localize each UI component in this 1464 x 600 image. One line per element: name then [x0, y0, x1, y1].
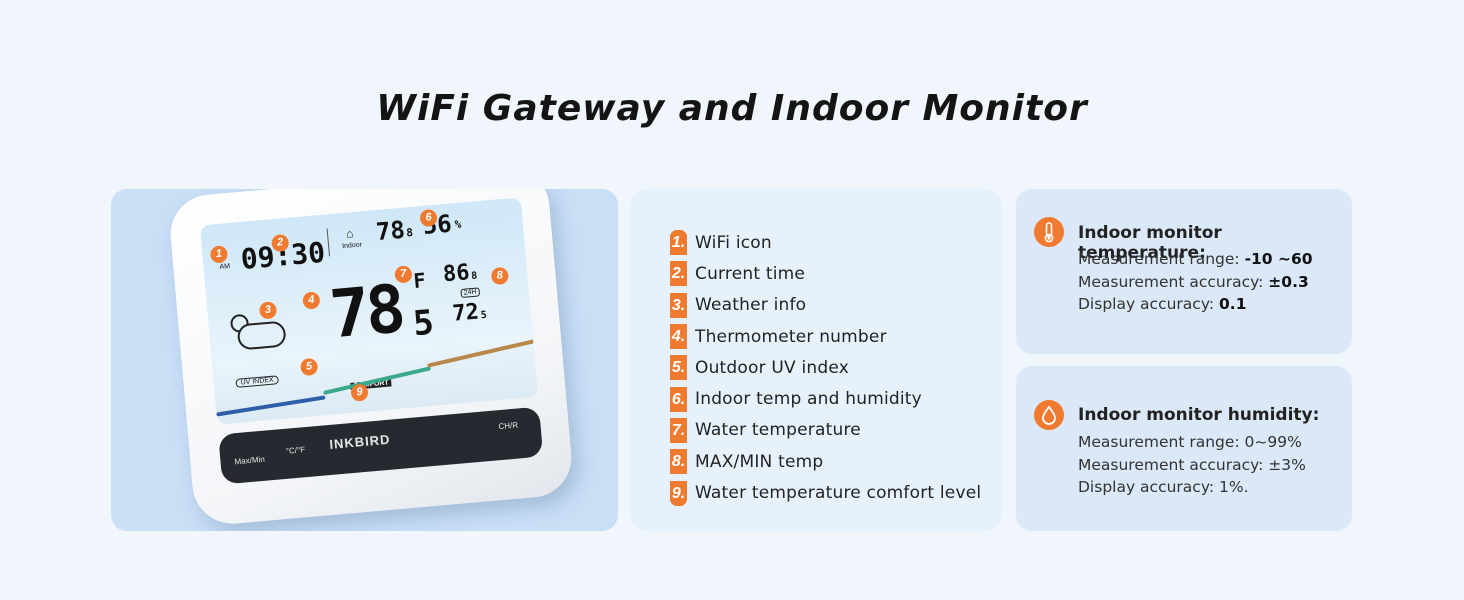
- page-title: WiFi Gateway and Indoor Monitor: [376, 88, 1088, 129]
- feature-number: 9.: [670, 480, 687, 506]
- indoor-label: Indoor: [341, 241, 363, 251]
- humidity-accuracy-line: Measurement accuracy: ±3%: [1078, 455, 1306, 474]
- feature-text: WiFi icon: [695, 232, 772, 253]
- feature-number: 5.: [670, 355, 687, 381]
- feature-item: 4. Thermometer number: [670, 321, 981, 352]
- max-temperature: 86: [441, 260, 471, 288]
- indoor-temperature-decimal: 8: [405, 225, 414, 240]
- feature-text: Indoor temp and humidity: [695, 389, 922, 410]
- humidity-spec-title: Indoor monitor humidity:: [1078, 405, 1320, 425]
- temperature-spec-title: Indoor monitor temperature:: [1078, 223, 1222, 263]
- feature-number: 7.: [670, 417, 687, 443]
- humidity-spec-panel: Indoor monitor humidity: Measurement ran…: [1016, 366, 1352, 531]
- water-temperature: 78: [326, 270, 405, 354]
- thermometer-icon: [1034, 217, 1064, 247]
- temperature-display-line: Display accuracy: 0.1: [1078, 295, 1313, 318]
- feature-item: 7. Water temperature: [670, 415, 981, 446]
- brand-logo: INKBIRD: [328, 431, 392, 452]
- temperature-spec-lines: Measurement range: -10 ~60 Measurement a…: [1078, 250, 1313, 318]
- feature-text: MAX/MIN temp: [695, 451, 824, 472]
- spec-value: 0.1: [1219, 295, 1247, 313]
- feature-text: Outdoor UV index: [695, 357, 849, 378]
- comfort-wave-comfort: [322, 366, 432, 395]
- indoor-temperature: 78: [374, 215, 407, 247]
- feature-item: 3. Weather info: [670, 290, 981, 321]
- device-lcd-screen: ≋ AM 09:30 ⌂ Indoor 78 8 56 % 1 78 5 °F …: [199, 197, 539, 425]
- feature-text: Weather info: [695, 295, 807, 316]
- spec-value: -10 ~60: [1244, 250, 1313, 268]
- screen-divider: [326, 228, 331, 257]
- feature-number: 3.: [670, 292, 687, 318]
- cloud-icon: [236, 320, 287, 351]
- feature-text: Thermometer number: [695, 326, 887, 347]
- feature-text: Current time: [695, 263, 806, 284]
- humidity-unit: %: [454, 217, 462, 232]
- feature-text: Water temperature: [695, 420, 861, 441]
- am-indicator: AM: [219, 262, 231, 271]
- spec-value: ±0.3: [1268, 272, 1309, 291]
- temperature-accuracy-line: Measurement accuracy: ±0.3: [1078, 273, 1313, 296]
- home-icon: ⌂: [345, 226, 354, 241]
- feature-text: Water temperature comfort level: [695, 483, 982, 504]
- spec-label: Measurement accuracy:: [1078, 272, 1269, 291]
- min-temperature-decimal: 5: [480, 309, 488, 322]
- channel-button[interactable]: CH/R: [498, 420, 519, 432]
- humidity-spec-lines: Measurement range: 0~99% Measurement acc…: [1078, 433, 1306, 501]
- unit-toggle-button[interactable]: °C/°F: [285, 445, 306, 456]
- water-drop-icon: [1034, 400, 1064, 430]
- feature-number: 8.: [670, 449, 687, 475]
- product-image-panel: ≋ AM 09:30 ⌂ Indoor 78 8 56 % 1 78 5 °F …: [111, 189, 618, 531]
- humidity-range-line: Measurement range: 0~99%: [1078, 433, 1302, 451]
- feature-list-panel: 1. WiFi icon 2. Current time 3. Weather …: [630, 189, 1002, 531]
- inkbird-device: ≋ AM 09:30 ⌂ Indoor 78 8 56 % 1 78 5 °F …: [167, 189, 575, 527]
- feature-item: 5. Outdoor UV index: [670, 352, 981, 383]
- feature-number: 4.: [670, 324, 687, 350]
- feature-number: 6.: [670, 386, 687, 412]
- uv-index-label: UV INDEX: [235, 375, 280, 388]
- feature-list: 1. WiFi icon 2. Current time 3. Weather …: [670, 227, 981, 509]
- feature-number: 2.: [670, 261, 687, 287]
- spec-label: Display accuracy:: [1078, 295, 1220, 313]
- feature-number: 1.: [670, 230, 687, 256]
- max-temperature-decimal: 8: [470, 270, 478, 282]
- temperature-spec-panel: Indoor monitor temperature: Measurement …: [1016, 189, 1352, 354]
- humidity-display-line: Display accuracy: 1%.: [1078, 478, 1249, 496]
- spec-label: Measurement range:: [1078, 250, 1245, 268]
- feature-item: 2. Current time: [670, 258, 981, 289]
- comfort-wave-hot: [427, 339, 536, 368]
- feature-item: 9. Water temperature comfort level: [670, 477, 981, 508]
- min-temperature: 72: [451, 299, 481, 327]
- max-min-button[interactable]: Max/Min: [234, 454, 266, 467]
- temperature-range-line: Measurement range: -10 ~60: [1078, 250, 1313, 273]
- feature-item: 1. WiFi icon: [670, 227, 981, 258]
- max-min-tag: 24H: [460, 287, 480, 298]
- feature-item: 8. MAX/MIN temp: [670, 446, 981, 477]
- water-temperature-decimal: 5: [411, 302, 436, 345]
- comfort-wave-cold: [216, 395, 326, 417]
- feature-item: 6. Indoor temp and humidity: [670, 383, 981, 414]
